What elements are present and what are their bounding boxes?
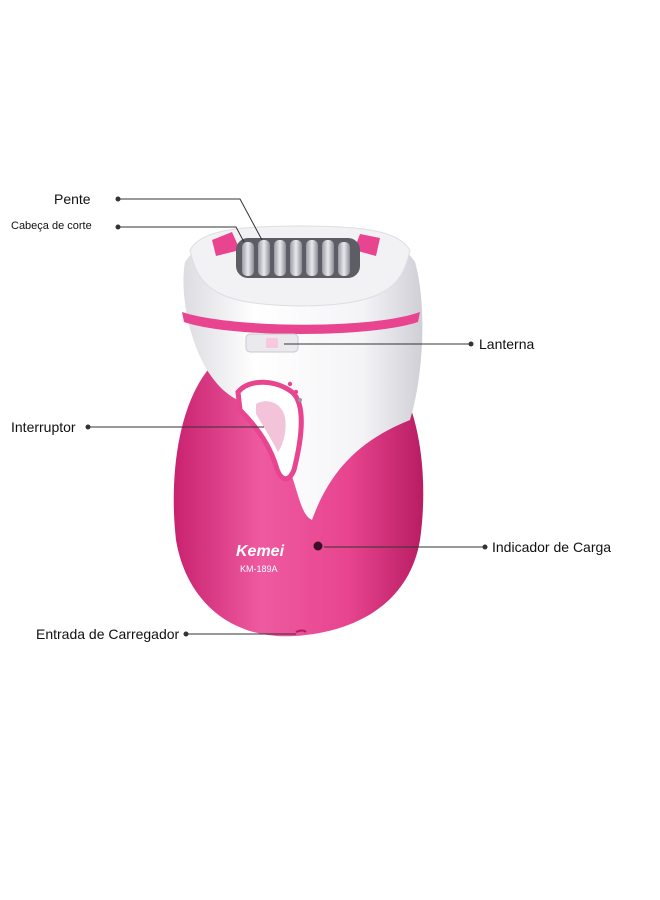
- charge-indicator-light: [313, 541, 323, 551]
- cutting-head: [236, 238, 360, 278]
- brand-logo: Kemei: [236, 543, 285, 560]
- label-entrada-de-carregador: Entrada de Carregador: [36, 626, 180, 642]
- head-accent-right: [354, 234, 380, 256]
- device-upper-shell: [183, 232, 423, 520]
- charger-port: [295, 629, 307, 633]
- switch-button: [256, 401, 286, 452]
- head-stripe: [182, 312, 420, 334]
- label-pente: Pente: [54, 191, 91, 207]
- label-cabeca-de-corte: Cabeça de corte: [11, 220, 92, 232]
- label-interruptor: Interruptor: [11, 419, 76, 435]
- leader-lines: [85, 196, 488, 637]
- head-accent-left: [212, 232, 240, 256]
- model-text: KM-189A: [240, 564, 278, 574]
- label-lanterna: Lanterna: [479, 336, 535, 352]
- label-indicador-de-carga: Indicador de Carga: [492, 539, 612, 555]
